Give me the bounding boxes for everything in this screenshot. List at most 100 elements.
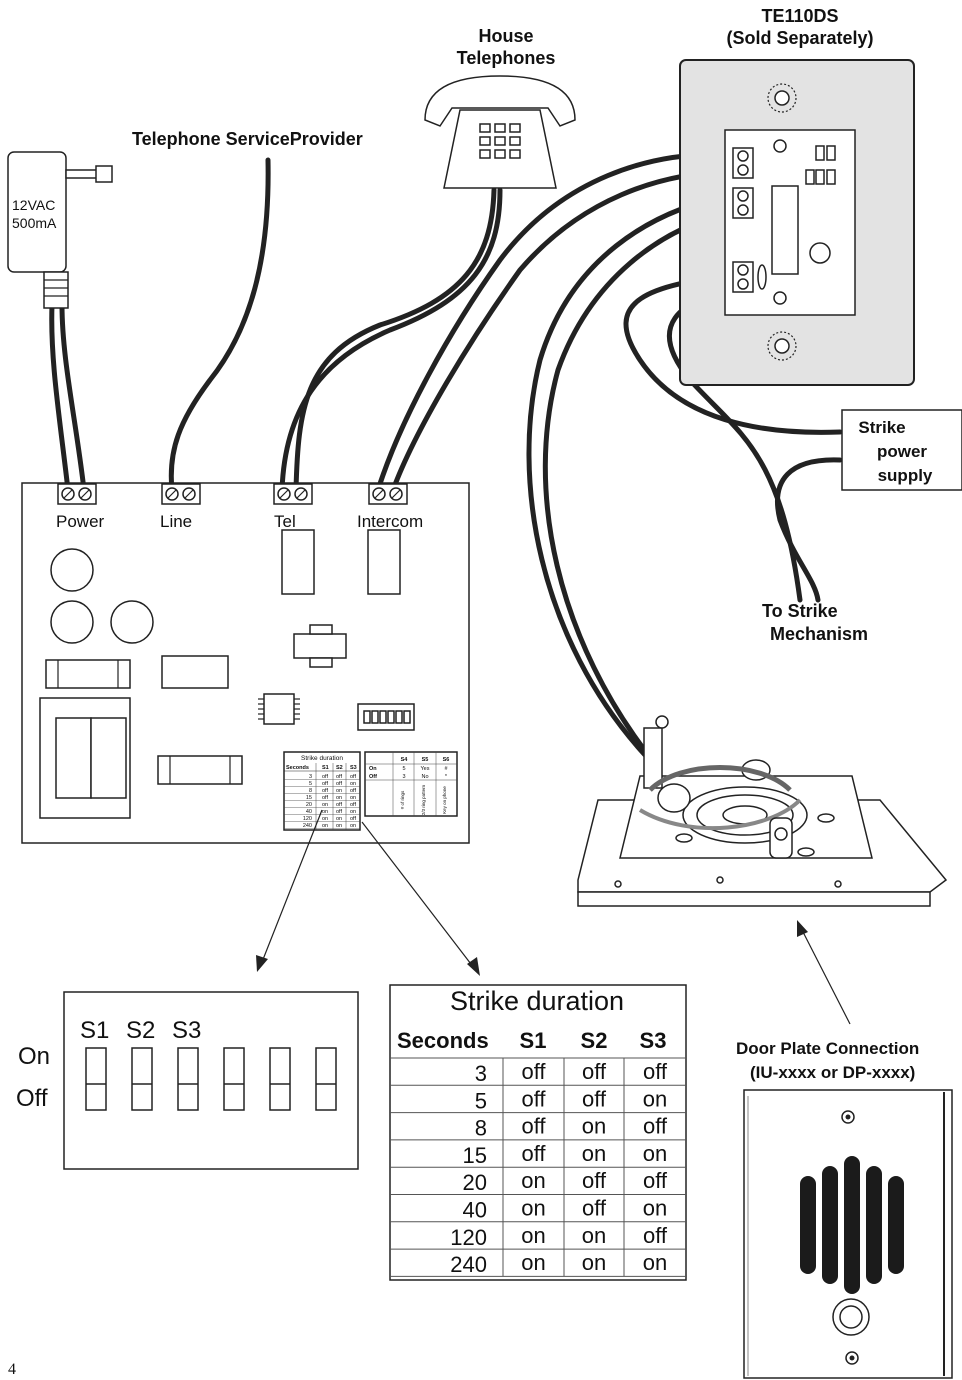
dip-switch-2[interactable] [131,1047,153,1111]
dip-label-s1: S1 [80,1017,109,1044]
strike-table-row: 20 on off off [390,1168,686,1195]
strike-cell-s2: off [582,1196,607,1221]
mini-table-cell: off [322,774,328,780]
mini-table-cell: on [350,795,356,801]
transformer-icon [293,624,347,668]
terminal-line-label: Line [160,512,192,531]
strike-power-supply-line3: supply [878,466,933,485]
mini-table-cell: 240 [303,823,312,829]
te110ds-unit: TE110DS (Sold Separately) [679,6,915,386]
board-dip-switch-icon [357,703,415,731]
mini-table-cell: 20 [306,802,312,808]
strike-power-supply: Strike power supply [841,409,962,491]
mini-table-cell: off [336,802,342,808]
mini-table-cell: off [350,816,356,822]
mini-options-cell: On [369,766,377,772]
te110ds-terminal-blocks [732,147,767,293]
strike-cell-seconds: 5 [475,1088,487,1113]
dip-switch-4[interactable] [223,1047,245,1111]
mini-options-footer: # of rings [400,790,405,809]
mini-table-cell: on [350,781,356,787]
strike-cell-s3: on [643,1141,667,1166]
mini-table-cell: on [322,809,328,815]
dip-switch-enlarged: S1 S2 S3 On Off [16,991,359,1170]
terminal-intercom [368,483,408,505]
strike-header-s3: S3 [640,1028,667,1053]
strike-cell-s1: on [521,1250,545,1275]
strike-table-title: Strike duration [450,986,624,1016]
callout-arrows [256,809,851,1025]
te110ds-components [805,145,836,185]
dip-switch-1[interactable] [85,1047,107,1111]
dip-switch-5[interactable] [269,1047,291,1111]
door-plate-label-line2: (IU-xxxx or DP-xxxx) [750,1063,915,1082]
adapter-label-line2: 500mA [12,215,57,231]
dip-switch-6[interactable] [315,1047,337,1111]
strike-cell-s1: on [521,1168,545,1193]
strike-cell-s3: off [643,1168,668,1193]
te110ds-label-line1: TE110DS [761,6,838,26]
mini-options-cell: 3 [402,774,405,780]
to-strike-mechanism-line2: Mechanism [770,624,868,644]
terminal-line [161,483,201,505]
dip-switch-3[interactable] [177,1047,199,1111]
strike-cell-seconds: 20 [463,1170,487,1195]
mini-options-header: S4 [401,757,409,763]
strike-header-s2: S2 [581,1028,608,1053]
mini-table-cell: off [336,809,342,815]
strike-cell-s3: off [643,1114,668,1139]
mini-options-footer: 2/3 ring pattern [421,784,426,815]
mini-table-cell: 8 [309,788,312,794]
ic-chip-icon [258,693,300,725]
terminal-power [57,483,97,505]
strike-cell-seconds: 8 [475,1116,487,1141]
mini-table-cell: off [350,774,356,780]
strike-cell-s2: on [582,1141,606,1166]
dip-label-s3: S3 [172,1017,201,1044]
mini-options-header: S6 [443,757,450,763]
keypad-icon [479,123,521,159]
door-speaker-assembly [577,715,948,907]
strike-power-supply-line2: power [877,442,927,461]
mini-options-cell: # [444,766,448,772]
strike-cell-s2: off [582,1168,607,1193]
mini-table-cell: on [322,823,328,829]
strike-cell-s3: on [643,1250,667,1275]
door-plate: Door Plate Connection (IU-xxxx or DP-xxx… [736,1039,953,1379]
mini-options-cell: Yes [421,766,430,772]
page-number: 4 [8,1361,16,1378]
terminal-tel-label: Tel [274,512,296,531]
mini-table-cell: on [336,795,342,801]
mini-table-cell: off [322,781,328,787]
strike-cell-s3: on [643,1086,667,1111]
mini-table-cell: on [350,823,356,829]
mini-options-header: S5 [422,757,429,763]
strike-cell-s2: on [582,1250,606,1275]
mini-table-header: S2 [336,765,343,771]
mini-table-cell: off [322,788,328,794]
mini-options-cell: No [421,774,428,780]
adapter-label-line1: 12VAC [12,197,55,213]
to-strike-mechanism-line1: To Strike [762,601,838,621]
mini-table-cell: on [336,816,342,822]
mini-options-cell: Off [369,774,377,780]
terminal-tel [273,483,313,505]
mini-table-cell: off [336,781,342,787]
strike-cell-seconds: 240 [450,1252,487,1277]
strike-header-seconds: Seconds [397,1028,489,1053]
mini-table-cell: 5 [309,781,312,787]
dip-on-label: On [18,1043,50,1070]
dip-label-s2: S2 [126,1017,155,1044]
strike-cell-seconds: 120 [450,1225,487,1250]
mini-table-cell: on [336,823,342,829]
mini-table-cell: 3 [309,774,312,780]
door-plate-label-line1: Door Plate Connection [736,1039,919,1058]
strike-cell-s1: on [521,1196,545,1221]
